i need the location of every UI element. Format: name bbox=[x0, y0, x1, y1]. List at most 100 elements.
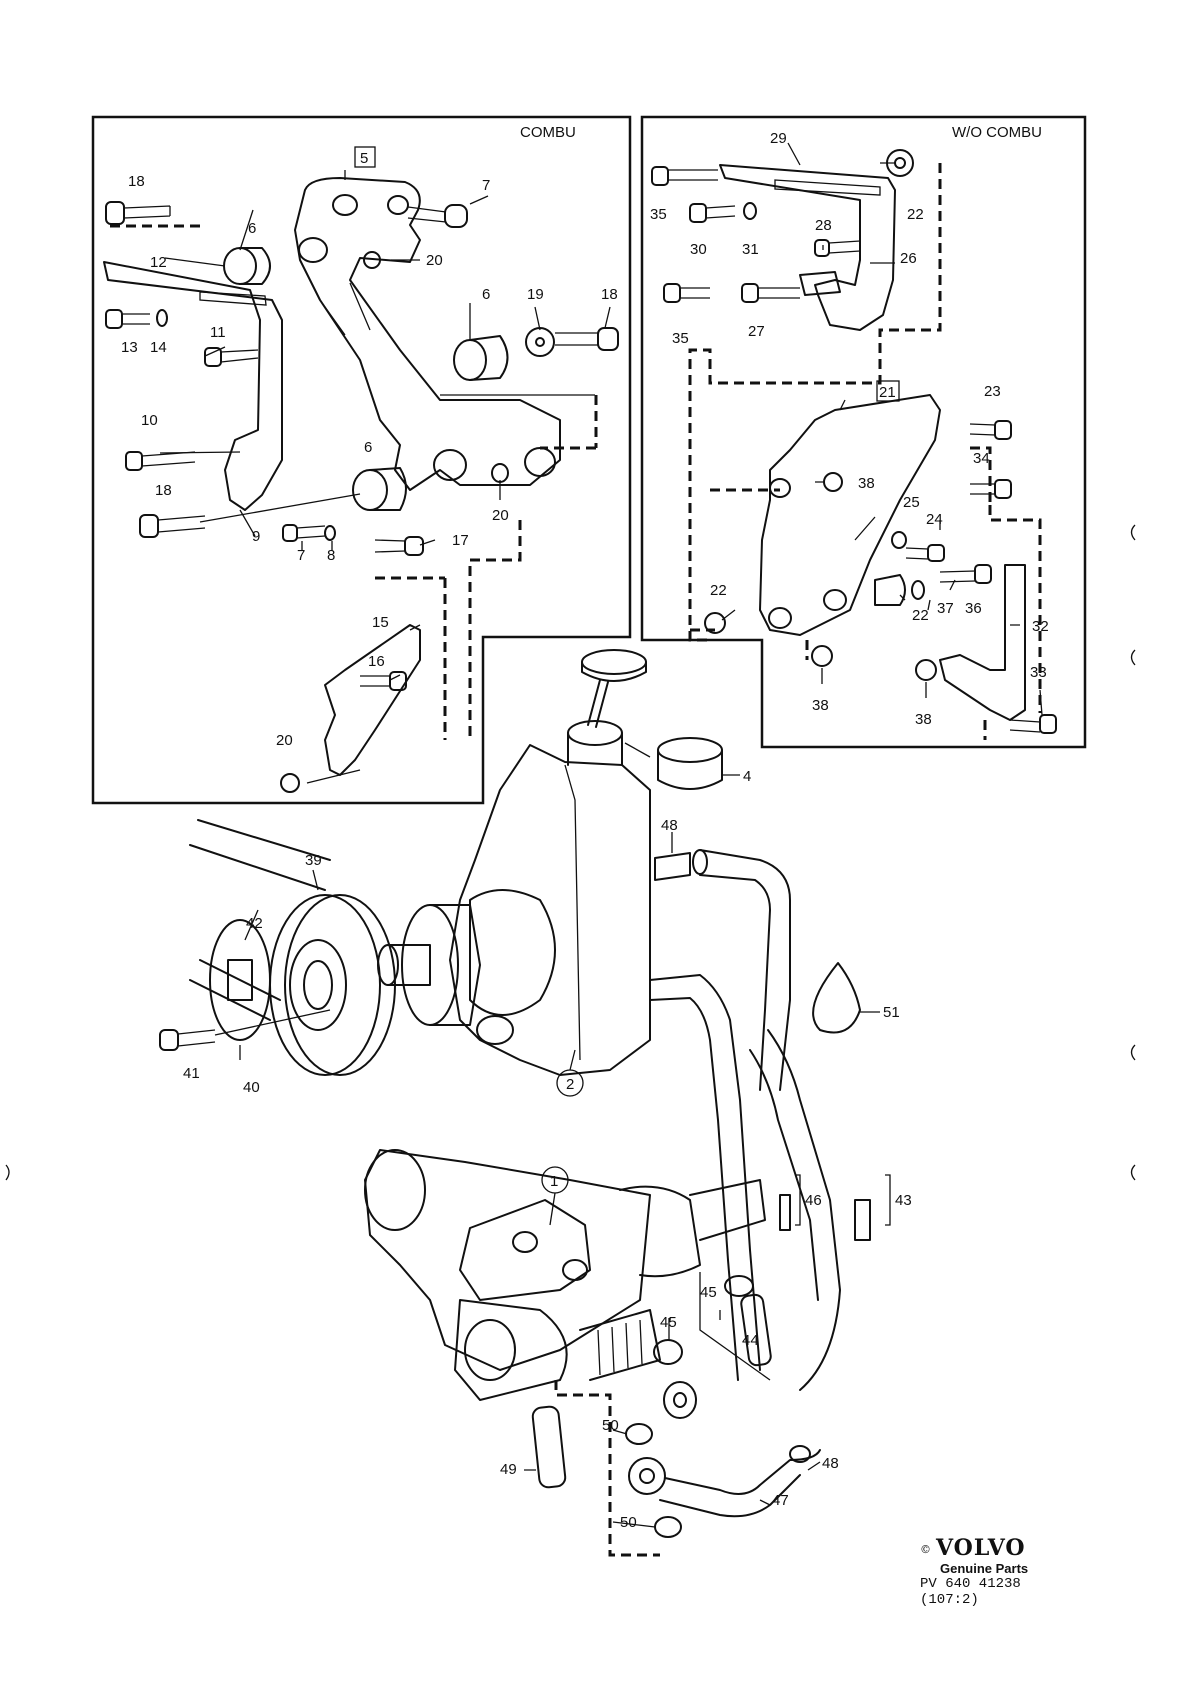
washer-45 bbox=[653, 1339, 683, 1365]
label-50: 50 bbox=[620, 1514, 637, 1531]
bolt-41 bbox=[159, 1029, 179, 1051]
label-6: 6 bbox=[364, 439, 372, 456]
label-5: 5 bbox=[360, 150, 368, 167]
input-shaft bbox=[579, 1309, 661, 1381]
steering-gear-housing bbox=[364, 1149, 651, 1371]
label-25: 25 bbox=[903, 494, 920, 511]
supply-pipe-end bbox=[854, 1199, 871, 1241]
volvo-logo-text: VOLVO bbox=[936, 1535, 1026, 1561]
wo-plate-hole bbox=[823, 589, 847, 611]
banjo-fitting-lower bbox=[628, 1457, 666, 1495]
label-51: 51 bbox=[883, 1004, 900, 1021]
label-15: 15 bbox=[372, 614, 389, 631]
combu-panel-frame bbox=[91, 115, 632, 805]
wo-dash-guides bbox=[688, 163, 1042, 740]
bolt-41-axis bbox=[214, 1009, 331, 1036]
volvo-brand: © VOLVO bbox=[920, 1535, 1120, 1561]
label-31: 31 bbox=[742, 241, 759, 258]
brace-46 bbox=[795, 1174, 801, 1226]
label-45: 45 bbox=[700, 1284, 717, 1301]
label-38: 38 bbox=[915, 711, 932, 728]
wo-plate-hole bbox=[769, 478, 791, 498]
label-48: 48 bbox=[822, 1455, 839, 1472]
label-46: 46 bbox=[805, 1192, 822, 1209]
gear-guide bbox=[699, 1272, 771, 1381]
pump-hub-side bbox=[429, 904, 481, 1026]
label-22: 22 bbox=[912, 607, 929, 624]
steering-bracket bbox=[459, 1199, 591, 1301]
label-11: 11 bbox=[210, 324, 226, 341]
combu-bushings bbox=[156, 247, 555, 541]
label-10: 10 bbox=[141, 412, 158, 429]
combu-dash-guides bbox=[375, 395, 598, 740]
label-40: 40 bbox=[243, 1079, 260, 1096]
label-26: 26 bbox=[900, 250, 917, 267]
drive-belt bbox=[189, 819, 331, 1021]
label-44: 44 bbox=[742, 1332, 759, 1349]
banjo-fitting bbox=[663, 1381, 697, 1419]
copyright-mark: © bbox=[920, 1542, 932, 1556]
reservoir-cap-side bbox=[581, 661, 647, 682]
label-7: 7 bbox=[482, 177, 490, 194]
label-50: 50 bbox=[602, 1417, 619, 1434]
label-29: 29 bbox=[770, 130, 787, 147]
label-19: 19 bbox=[527, 286, 544, 303]
bolt-49 bbox=[531, 1405, 567, 1489]
valve-extension bbox=[689, 1179, 766, 1241]
cable-tie-51 bbox=[812, 962, 861, 1034]
wo-bracket-slot bbox=[774, 179, 881, 196]
leader-1 bbox=[549, 1192, 556, 1226]
valve-housing bbox=[619, 1185, 701, 1278]
label-30: 30 bbox=[690, 241, 707, 258]
wo-combu-panel: W/O COMBU bbox=[640, 115, 1087, 749]
combu-lower-bracket bbox=[324, 624, 421, 776]
hub-plate-center bbox=[227, 959, 253, 1001]
hose-clamp-48 bbox=[654, 852, 691, 881]
label-13: 13 bbox=[121, 339, 138, 356]
label-45: 45 bbox=[660, 1314, 677, 1331]
label-49: 49 bbox=[500, 1461, 517, 1478]
label-1: 1 bbox=[550, 1173, 558, 1190]
combu-bracket-slot bbox=[199, 291, 267, 306]
label-16: 16 bbox=[368, 653, 385, 670]
pump-labels: 4 48 39 42 51 2 41 40 bbox=[183, 768, 900, 1096]
combu-main-bracket bbox=[294, 177, 561, 491]
label-28: 28 bbox=[815, 217, 832, 234]
label-38: 38 bbox=[812, 697, 829, 714]
leader-2 bbox=[569, 1049, 576, 1071]
pulley-hole bbox=[303, 960, 333, 1010]
hose-47 bbox=[659, 1449, 821, 1518]
reference-number: (107:2) bbox=[920, 1592, 979, 1608]
label-42: 42 bbox=[246, 915, 263, 932]
label-14: 14 bbox=[150, 339, 167, 356]
pinion-end bbox=[464, 1319, 516, 1381]
label-2: 2 bbox=[566, 1076, 574, 1093]
pump-reservoir bbox=[449, 744, 651, 1076]
supply-hose-end bbox=[692, 849, 708, 875]
label-8: 8 bbox=[327, 547, 335, 564]
filler-neck-side bbox=[567, 732, 623, 766]
label-12: 12 bbox=[150, 254, 167, 271]
combu-panel-title: COMBU bbox=[520, 124, 576, 141]
supply-hose bbox=[699, 849, 791, 1091]
label-47: 47 bbox=[772, 1492, 789, 1509]
combu-adjust-bracket bbox=[103, 261, 283, 511]
wo-hardware bbox=[651, 149, 1057, 734]
steering-gear: 1 46 43 45 44 45 50 48 49 47 50 bbox=[364, 1149, 912, 1557]
combu-labels: 5 18 7 6 20 12 13 14 11 6 19 18 10 6 18 … bbox=[121, 146, 618, 749]
combu-bolts bbox=[105, 201, 619, 691]
gear-labels: 1 46 43 45 44 45 50 48 49 47 50 bbox=[500, 1173, 912, 1531]
filter-4-side bbox=[657, 749, 723, 790]
label-4: 4 bbox=[743, 768, 751, 785]
pulley-center bbox=[289, 939, 347, 1031]
label-20: 20 bbox=[492, 507, 509, 524]
hose-clamp-48 bbox=[789, 1445, 811, 1463]
label-18: 18 bbox=[155, 482, 172, 499]
return-pipe-end bbox=[779, 1194, 791, 1231]
gear-dash-guide bbox=[554, 1380, 660, 1557]
label-17: 17 bbox=[452, 532, 469, 549]
combu-nut-20 bbox=[280, 773, 300, 793]
banjo-fitting-lower-hole bbox=[639, 1468, 655, 1484]
pump-shaft bbox=[387, 944, 431, 986]
